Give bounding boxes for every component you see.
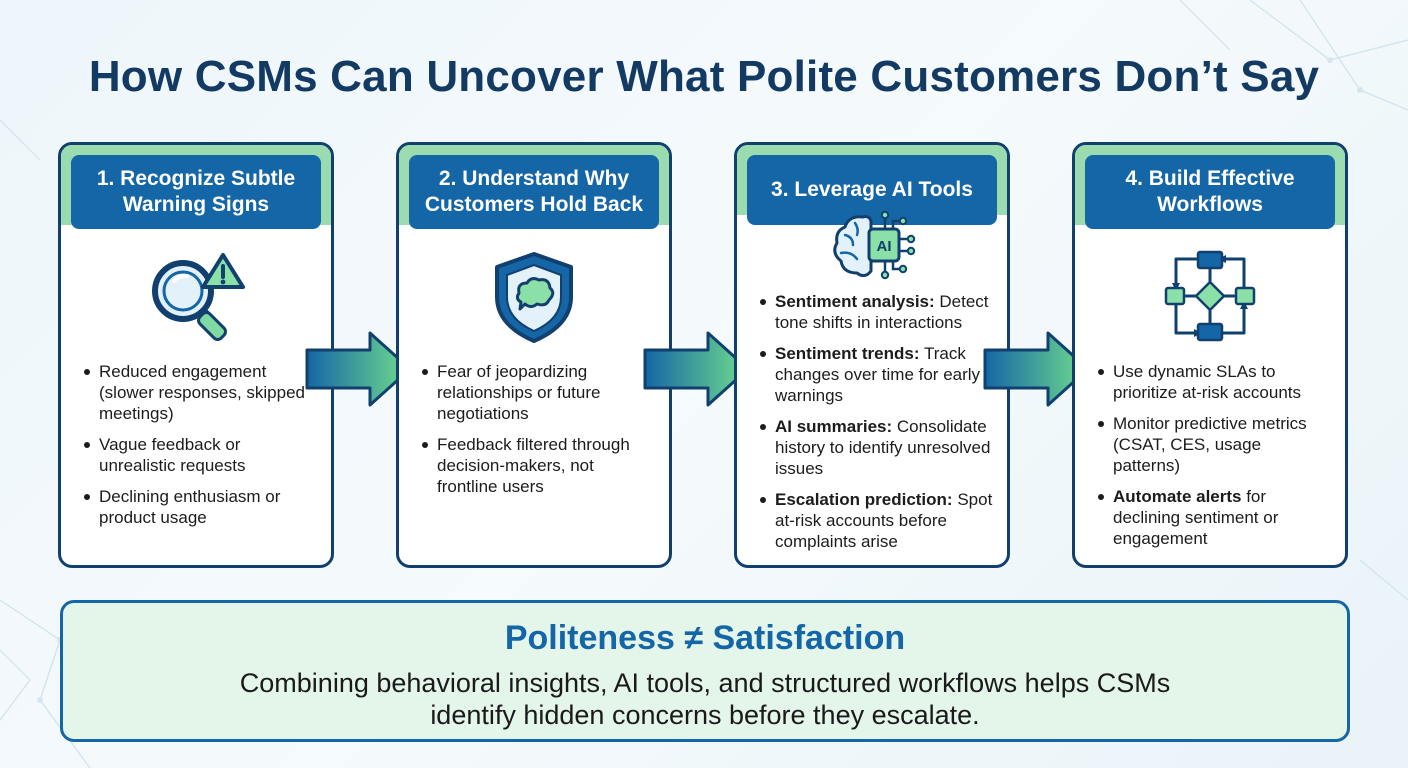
workflow-cycle-icon <box>1075 249 1345 343</box>
card-header: 3. Leverage AI Tools <box>747 155 997 225</box>
bullet-text: Spot at-risk accounts before complaints … <box>775 490 993 551</box>
bullet-bold-label: Sentiment analysis: <box>775 292 935 311</box>
ai-brain-icon: AI <box>737 209 1007 281</box>
card-header: 1. Recognize Subtle Warning Signs <box>71 155 321 229</box>
card-recognize-warning-signs: 1. Recognize Subtle Warning Signs Reduce… <box>58 142 334 568</box>
bullet-item: Fear of jeopardizing relationships or fu… <box>421 361 655 424</box>
bullet-bold-label: AI summaries: <box>775 417 893 436</box>
page-title: How CSMs Can Uncover What Polite Custome… <box>88 52 1320 101</box>
bullet-list: Sentiment analysis: Detect tone shifts i… <box>759 291 993 562</box>
bullet-list: Reduced engagement (slower responses, sk… <box>83 361 317 538</box>
bullet-item: Vague feedback or unrealistic requests <box>83 434 317 476</box>
bullet-item: Reduced engagement (slower responses, sk… <box>83 361 317 424</box>
bullet-text: Consolidate history to identify unresolv… <box>775 417 991 478</box>
bullet-bold-label: Escalation prediction: <box>775 490 953 509</box>
card-header: 4. Build Effective Workflows <box>1085 155 1335 229</box>
bullet-item: Automate alerts for declining sentiment … <box>1097 486 1331 549</box>
bullet-text: Reduced engagement (slower responses, sk… <box>99 362 305 423</box>
bullet-item: AI summaries: Consolidate history to ide… <box>759 416 993 479</box>
card-build-workflows: 4. Build Effective Workflows <box>1072 142 1348 568</box>
card-header-label: 1. Recognize Subtle Warning Signs <box>96 167 296 216</box>
bullet-item: Sentiment trends: Track changes over tim… <box>759 343 993 406</box>
shield-speech-icon <box>399 249 669 345</box>
summary-title: Politeness ≠ Satisfaction <box>504 619 906 657</box>
bullet-text: Fear of jeopardizing relationships or fu… <box>437 362 601 423</box>
bullet-text: Track changes over time for early warnin… <box>775 344 981 405</box>
bullet-text: Monitor predictive metrics (CSAT, CES, u… <box>1113 414 1307 475</box>
magnifier-warning-icon <box>61 249 331 345</box>
bullet-item: Feedback filtered through decision-maker… <box>421 434 655 497</box>
summary-box: Politeness ≠ Satisfaction Combining beha… <box>60 600 1350 742</box>
card-leverage-ai-tools: 3. Leverage AI Tools AI <box>734 142 1010 568</box>
card-header-label: 2. Understand Why Customers Hold Back <box>424 167 644 216</box>
arrow-right-icon <box>643 331 750 407</box>
bullet-item: Declining enthusiasm or product usage <box>83 486 317 528</box>
bullet-item: Monitor predictive metrics (CSAT, CES, u… <box>1097 413 1331 476</box>
bullet-item: Use dynamic SLAs to prioritize at-risk a… <box>1097 361 1331 403</box>
card-header-label: 4. Build Effective Workflows <box>1125 167 1295 216</box>
ai-chip-label: AI <box>877 238 892 255</box>
bullet-text: Feedback filtered through decision-maker… <box>437 435 630 496</box>
bullet-bold-label: Automate alerts <box>1113 487 1242 506</box>
bullet-item: Sentiment analysis: Detect tone shifts i… <box>759 291 993 333</box>
bullet-list: Use dynamic SLAs to prioritize at-risk a… <box>1097 361 1331 559</box>
arrow-right-icon <box>983 331 1090 407</box>
bullet-text: Vague feedback or unrealistic requests <box>99 435 246 475</box>
bullet-list: Fear of jeopardizing relationships or fu… <box>421 361 655 507</box>
bullet-text: Use dynamic SLAs to prioritize at-risk a… <box>1113 362 1302 402</box>
summary-text: Combining behavioral insights, AI tools,… <box>239 668 1171 730</box>
arrow-right-icon <box>305 331 412 407</box>
bullet-text: for declining sentiment or engagement <box>1113 487 1279 548</box>
bullet-text: Declining enthusiasm or product usage <box>99 487 281 527</box>
bullet-text: Detect tone shifts in interactions <box>775 292 989 332</box>
card-header-label: 3. Leverage AI Tools <box>771 178 973 201</box>
bullet-item: Escalation prediction: Spot at-risk acco… <box>759 489 993 552</box>
card-header: 2. Understand Why Customers Hold Back <box>409 155 659 229</box>
bullet-bold-label: Sentiment trends: <box>775 344 920 363</box>
card-understand-why: 2. Understand Why Customers Hold Back Fe… <box>396 142 672 568</box>
